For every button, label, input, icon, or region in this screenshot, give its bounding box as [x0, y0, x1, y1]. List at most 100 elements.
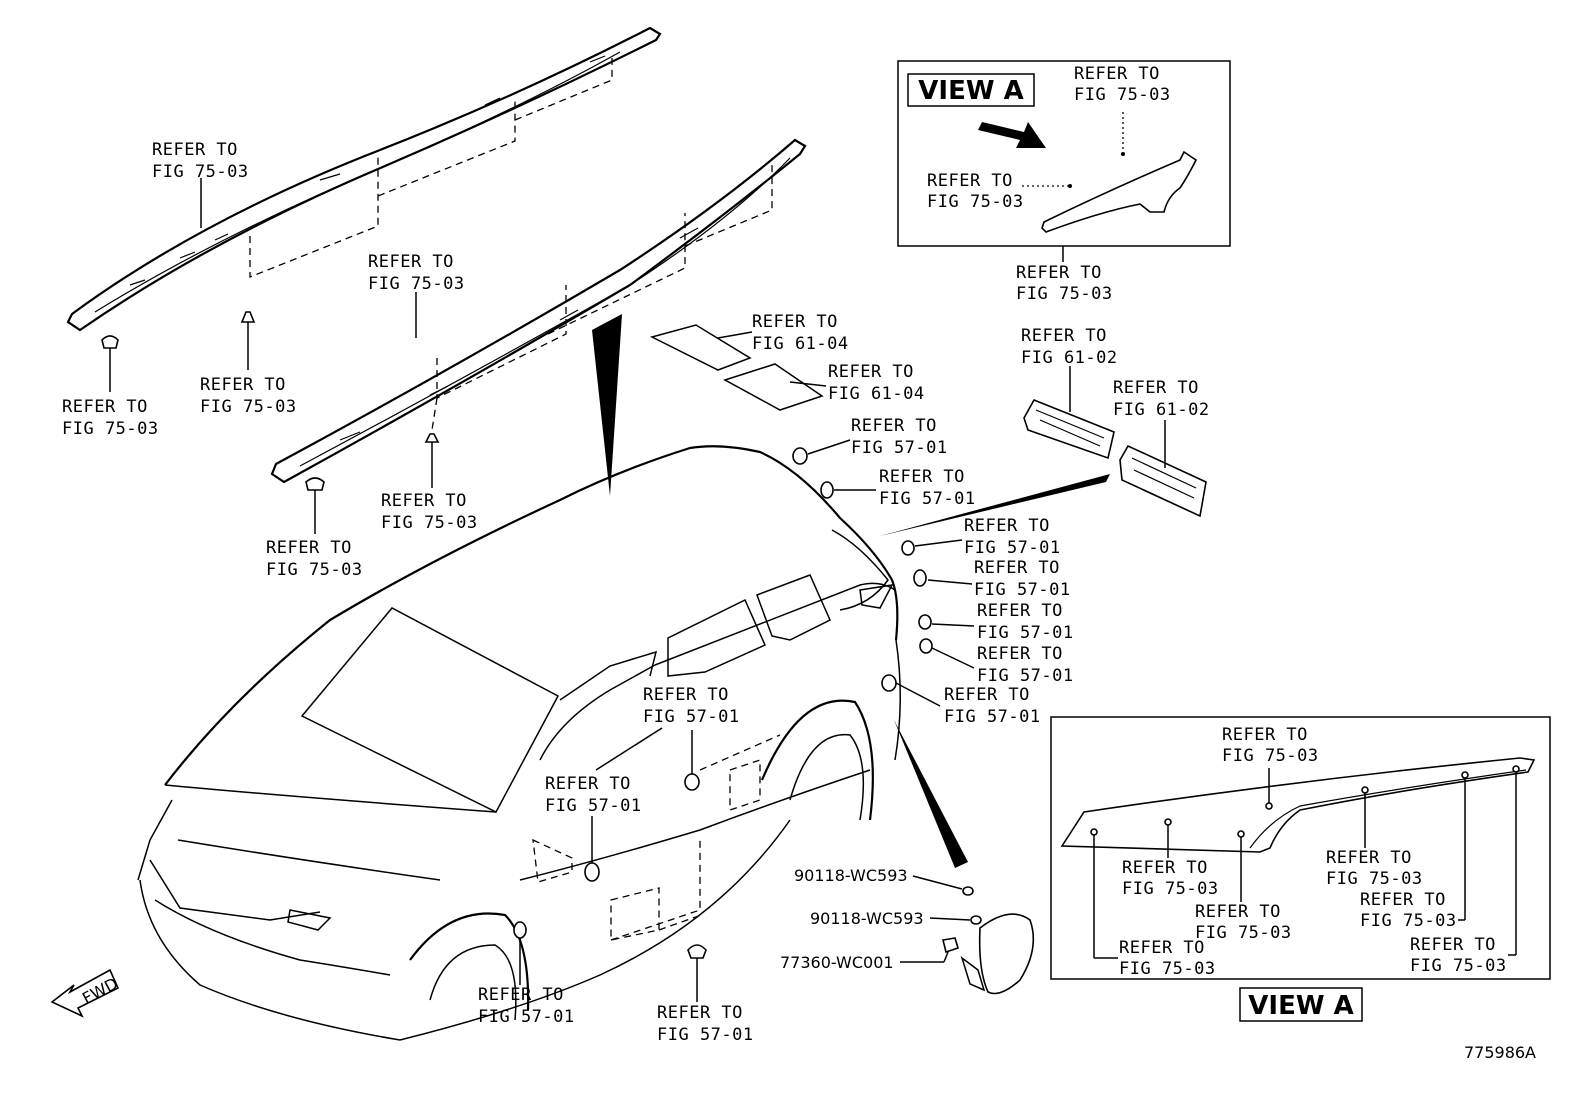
callout-plug-5: REFER TO FIG 57-01: [977, 601, 1074, 643]
refer-to-label: REFER TO: [964, 516, 1050, 536]
vehicle-body: [137, 445, 901, 1041]
roof-rail-right: [270, 138, 807, 484]
refer-to-label: REFER TO: [1119, 938, 1205, 958]
fig-ref: FIG 57-01: [944, 707, 1041, 727]
callout-rail1-clip: REFER TO FIG 75-03: [62, 397, 159, 439]
fig-ref: FIG 61-04: [752, 334, 849, 354]
callout-vb-5: REFER TO FIG 75-03: [1360, 890, 1457, 931]
refer-to-label: REFER TO: [152, 140, 238, 160]
fig-ref: FIG 75-03: [368, 274, 465, 294]
callout-roof-film-1: REFER TO FIG 61-04: [752, 312, 849, 354]
part-number-90118-a: 90118-WC593: [794, 866, 908, 885]
view-a-bottom-title-box: [1239, 987, 1363, 1022]
fig-ref: FIG 57-01: [879, 489, 976, 509]
plug-4: [913, 569, 927, 587]
callout-plug-bottom: REFER TO FIG 57-01: [657, 1003, 754, 1045]
callout-lamp-1: REFER TO FIG 61-02: [1021, 326, 1118, 368]
refer-to-label: REFER TO: [381, 491, 467, 511]
fig-ref: FIG 57-01: [964, 538, 1061, 558]
callout-vb-6: REFER TO FIG 75-03: [1119, 938, 1215, 979]
fig-ref: FIG 61-04: [828, 384, 925, 404]
callout-plug-door: REFER TO FIG 57-01: [643, 685, 740, 727]
rails-pointer: [592, 314, 622, 496]
plug-door: [684, 773, 700, 791]
part-number-77360: 77360-WC001: [780, 953, 894, 972]
view-a-top-title: VIEW A: [918, 76, 1023, 106]
fig-ref: FIG 75-03: [927, 192, 1024, 212]
rear-rail-detail: [1060, 757, 1536, 853]
fig-ref: FIG 75-03: [1410, 956, 1507, 976]
fig-ref: FIG 75-03: [200, 397, 297, 417]
fig-ref: FIG 57-01: [977, 666, 1074, 686]
callout-plug-6: REFER TO FIG 57-01: [977, 644, 1074, 686]
rail-clip-2: [305, 477, 325, 491]
fig-ref: FIG 75-03: [1122, 879, 1219, 899]
figure-id: 775986A: [1464, 1043, 1536, 1062]
fig-ref: FIG 75-03: [1360, 911, 1457, 931]
refer-to-label: REFER TO: [879, 467, 965, 487]
fig-ref: FIG 75-03: [1195, 923, 1292, 943]
refer-to-label: REFER TO: [657, 1003, 743, 1023]
callout-va-top-1: REFER TO FIG 75-03: [1074, 64, 1171, 105]
fig-ref: FIG 57-01: [974, 580, 1071, 600]
callout-lamp-2: REFER TO FIG 61-02: [1113, 378, 1210, 420]
fig-ref: FIG 57-01: [545, 796, 642, 816]
callout-rail1-top: REFER TO FIG 75-03: [152, 140, 248, 182]
fig-ref: FIG 61-02: [1113, 400, 1210, 420]
view-a-top-title-box: [907, 73, 1035, 107]
license-lamp-2: [1119, 444, 1207, 518]
rail-bolt-2: [424, 433, 440, 443]
refer-to-label: REFER TO: [974, 558, 1060, 578]
refer-to-label: REFER TO: [62, 397, 148, 417]
plug-rear: [881, 674, 897, 692]
refer-to-label: REFER TO: [643, 685, 729, 705]
fig-ref: FIG 57-01: [851, 438, 948, 458]
roof-film-front: [649, 324, 752, 371]
fig-ref: FIG 75-03: [1326, 869, 1423, 889]
callout-vb-3: REFER TO FIG 75-03: [1195, 902, 1292, 943]
fig-ref: FIG 57-01: [478, 1007, 575, 1027]
callout-vb-2: REFER TO FIG 75-03: [1122, 858, 1219, 899]
rail-bolt-1: [240, 311, 256, 323]
callout-plug-4: REFER TO FIG 57-01: [974, 558, 1071, 600]
fig-ref: FIG 75-03: [1074, 85, 1171, 105]
fig-ref: FIG 75-03: [381, 513, 478, 533]
callout-roof-film-2: REFER TO FIG 61-04: [828, 362, 925, 404]
plug-6: [919, 638, 933, 654]
fig-ref: FIG 75-03: [62, 419, 159, 439]
refer-to-label: REFER TO: [1410, 935, 1496, 955]
plug-bottom: [687, 944, 707, 959]
fig-ref: FIG 75-03: [1016, 284, 1113, 304]
refer-to-label: REFER TO: [1195, 902, 1281, 922]
refer-to-label: REFER TO: [977, 601, 1063, 621]
fig-ref: FIG 61-02: [1021, 348, 1118, 368]
fuel-bolt-a: [962, 886, 974, 896]
refer-to-label: REFER TO: [1113, 378, 1199, 398]
license-lamp-1: [1023, 398, 1115, 460]
refer-to-label: REFER TO: [752, 312, 838, 332]
refer-to-label: REFER TO: [944, 685, 1030, 705]
roof-rail-left: [66, 26, 662, 332]
rail-clip-1: [101, 335, 119, 349]
refer-to-label: REFER TO: [828, 362, 914, 382]
view-direction-arrow: [978, 122, 1046, 148]
part-number-90118-b: 90118-WC593: [810, 909, 924, 928]
refer-to-label: REFER TO: [1074, 64, 1160, 84]
refer-to-label: REFER TO: [478, 985, 564, 1005]
fig-ref: FIG 57-01: [657, 1025, 754, 1045]
refer-to-label: REFER TO: [1222, 725, 1308, 745]
callout-plug-2: REFER TO FIG 57-01: [879, 467, 976, 509]
refer-to-label: REFER TO: [927, 171, 1013, 191]
fig-ref: FIG 57-01: [977, 623, 1074, 643]
view-a-bottom-frame: [1050, 716, 1551, 980]
lamp-pointer: [880, 474, 1110, 536]
fig-ref: FIG 57-01: [643, 707, 740, 727]
rail-end-cap: [1041, 150, 1198, 233]
callout-rail2-bracket: REFER TO FIG 75-03: [381, 491, 478, 533]
callout-vb-7: REFER TO FIG 75-03: [1410, 935, 1507, 976]
fig-ref: FIG 75-03: [1222, 746, 1319, 766]
fuel-pointer: [894, 720, 968, 868]
refer-to-label: REFER TO: [851, 416, 937, 436]
fwd-arrow-icon: [50, 968, 120, 1018]
